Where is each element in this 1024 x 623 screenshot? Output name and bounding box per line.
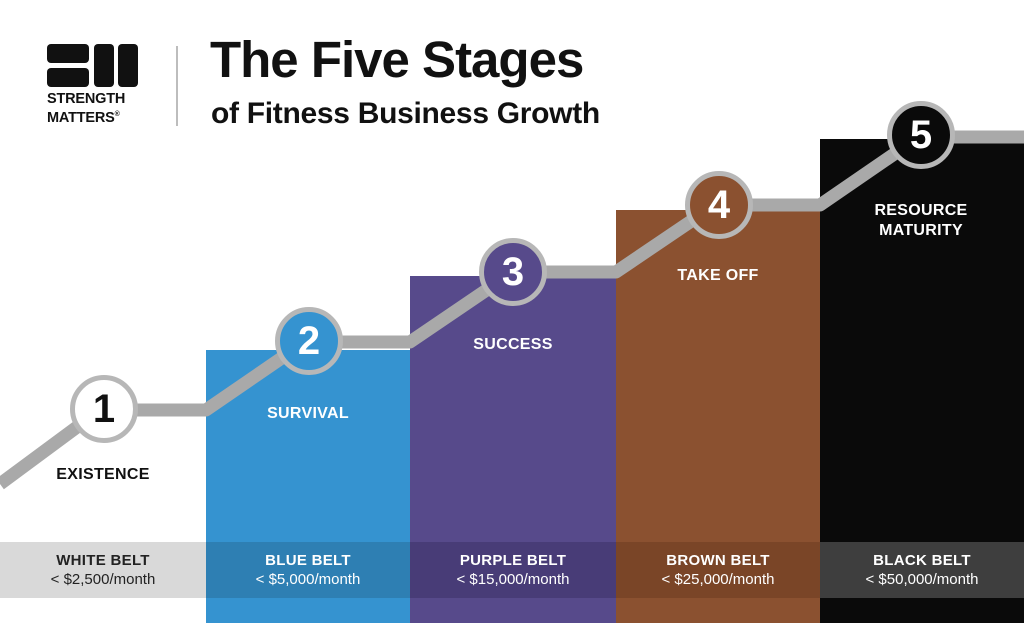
belt-1-revenue: < $2,500/month (50, 571, 156, 588)
belt-5-name: BLACK BELT (873, 552, 971, 569)
belt-3-name: PURPLE BELT (459, 552, 567, 569)
stage-1-number-badge: 1 (70, 375, 138, 443)
logo-text-strength: STRENGTH (47, 91, 126, 107)
belt-2-cell: BLUE BELT < $5,000/month (206, 542, 410, 598)
page-subtitle: of Fitness Business Growth (211, 97, 600, 130)
header-divider (176, 46, 178, 126)
logo-mark-icon (47, 44, 138, 87)
page-title: The Five Stages (210, 31, 584, 88)
stage-2-name: SURVIVAL (267, 405, 349, 422)
stage-4-name: TAKE OFF (677, 267, 759, 284)
stage-2-number-badge: 2 (275, 307, 343, 375)
stage-3-number-badge: 3 (479, 238, 547, 306)
belt-4-revenue: < $25,000/month (661, 571, 775, 588)
stage-5-name-line2: MATURITY (879, 222, 963, 239)
stage-5-number-badge: 5 (887, 101, 955, 169)
stage-5-name: RESOURCE MATURITY (821, 201, 1021, 241)
belt-1-cell: WHITE BELT < $2,500/month (0, 542, 206, 598)
belt-5-cell: BLACK BELT < $50,000/month (820, 542, 1024, 598)
belt-4-cell: BROWN BELT < $25,000/month (616, 542, 820, 598)
stage-3-name: SUCCESS (473, 336, 553, 353)
logo-text-matters: MATTERS (47, 109, 115, 126)
belt-3-revenue: < $15,000/month (456, 571, 570, 588)
strength-matters-logo: STRENGTH MATTERS® (47, 44, 147, 126)
belt-2-name: BLUE BELT (265, 552, 351, 569)
belt-1-name: WHITE BELT (56, 552, 150, 569)
belt-2-revenue: < $5,000/month (255, 571, 361, 588)
belt-4-name: BROWN BELT (666, 552, 770, 569)
stage-4-number-badge: 4 (685, 171, 753, 239)
stage-1-name: EXISTENCE (56, 466, 150, 483)
stage-5-name-line1: RESOURCE (874, 202, 968, 219)
registered-mark: ® (114, 111, 120, 118)
belt-3-cell: PURPLE BELT < $15,000/month (410, 542, 616, 598)
belt-5-revenue: < $50,000/month (865, 571, 979, 588)
